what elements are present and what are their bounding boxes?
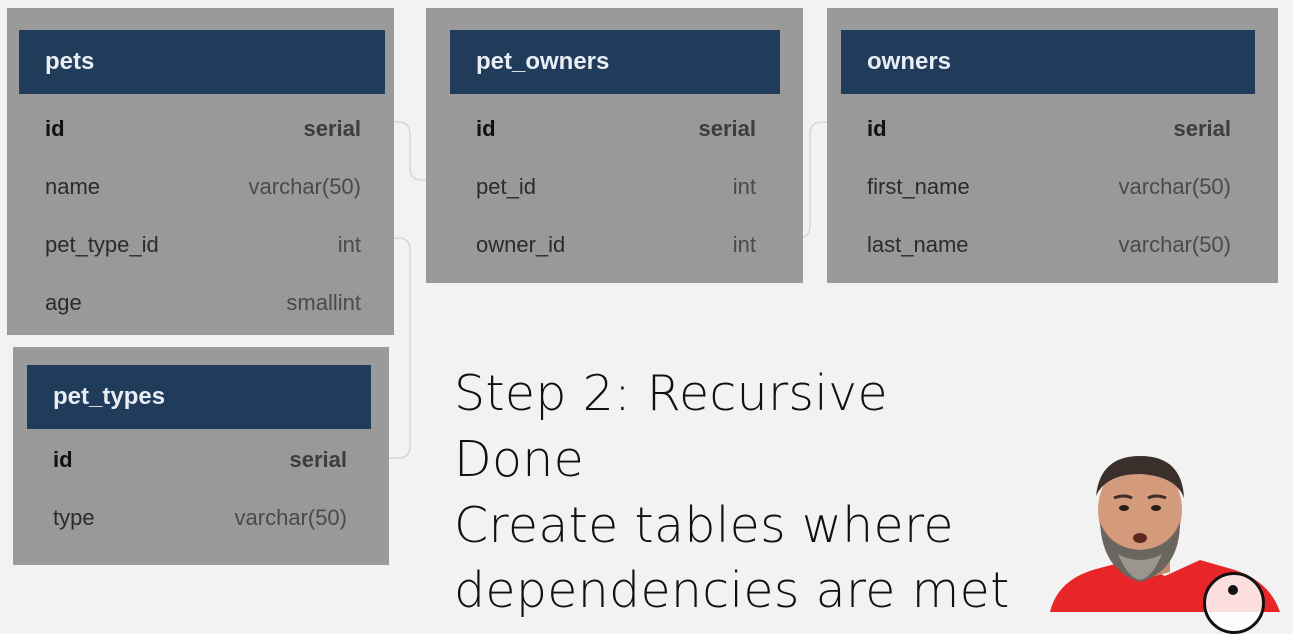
column-name: id	[53, 447, 73, 472]
table-row: first_name varchar(50)	[841, 158, 1255, 216]
column-type: serial	[1173, 116, 1232, 141]
column-name: pet_id	[476, 174, 536, 199]
column-type: serial	[698, 116, 757, 141]
table-pet-owners: pet_owners id serial pet_id int owner_id…	[426, 8, 803, 283]
column-name: id	[867, 116, 887, 141]
table-pet-types-header: pet_types	[27, 365, 371, 429]
column-type: varchar(50)	[234, 505, 347, 530]
table-row: age smallint	[19, 274, 385, 332]
column-type: varchar(50)	[1118, 174, 1231, 199]
column-name: pet_type_id	[45, 232, 159, 257]
table-row: pet_type_id int	[19, 216, 385, 274]
table-row: pet_id int	[450, 158, 780, 216]
table-pet-owners-body: id serial pet_id int owner_id int	[450, 94, 780, 266]
column-name: owner_id	[476, 232, 566, 257]
slide-heading-line: Step 2: Recursive	[454, 365, 888, 422]
slide-body-line: dependencies are met	[454, 562, 1010, 619]
table-pet-types: pet_types id serial type varchar(50)	[13, 347, 389, 565]
column-type: int	[732, 232, 756, 257]
slide-heading-line: Done	[454, 431, 585, 488]
column-type: varchar(50)	[1118, 232, 1231, 257]
column-name: age	[45, 290, 82, 315]
logo-dot	[1228, 585, 1238, 595]
column-name: type	[53, 505, 95, 530]
slide-body-line: Create tables where	[454, 497, 954, 554]
column-type: serial	[289, 447, 348, 472]
column-type: varchar(50)	[248, 174, 361, 199]
column-name: name	[45, 174, 101, 199]
table-owners: owners id serial first_name varchar(50) …	[827, 8, 1278, 283]
table-pets: pets id serial name varchar(50) pet_type…	[7, 8, 394, 335]
table-owners-body: id serial first_name varchar(50) last_na…	[841, 94, 1255, 266]
logo-icon	[1203, 572, 1265, 634]
table-row: id serial	[450, 100, 780, 158]
table-row: type varchar(50)	[27, 489, 371, 547]
table-row: id serial	[841, 100, 1255, 158]
table-pet-types-body: id serial type varchar(50)	[27, 429, 371, 549]
table-row: id serial	[19, 100, 385, 158]
table-pets-body: id serial name varchar(50) pet_type_id i…	[19, 94, 385, 326]
table-row: last_name varchar(50)	[841, 216, 1255, 274]
column-type: int	[732, 174, 756, 199]
table-pet-owners-header: pet_owners	[450, 30, 780, 94]
column-name: first_name	[867, 174, 970, 199]
table-pets-header: pets	[19, 30, 385, 94]
column-type: smallint	[286, 290, 361, 315]
column-type: serial	[303, 116, 362, 141]
table-owners-header: owners	[841, 30, 1255, 94]
column-name: id	[45, 116, 65, 141]
column-name: id	[476, 116, 496, 141]
table-row: owner_id int	[450, 216, 780, 274]
column-type: int	[337, 232, 361, 257]
column-name: last_name	[867, 232, 969, 257]
table-row: name varchar(50)	[19, 158, 385, 216]
table-row: id serial	[27, 431, 371, 489]
